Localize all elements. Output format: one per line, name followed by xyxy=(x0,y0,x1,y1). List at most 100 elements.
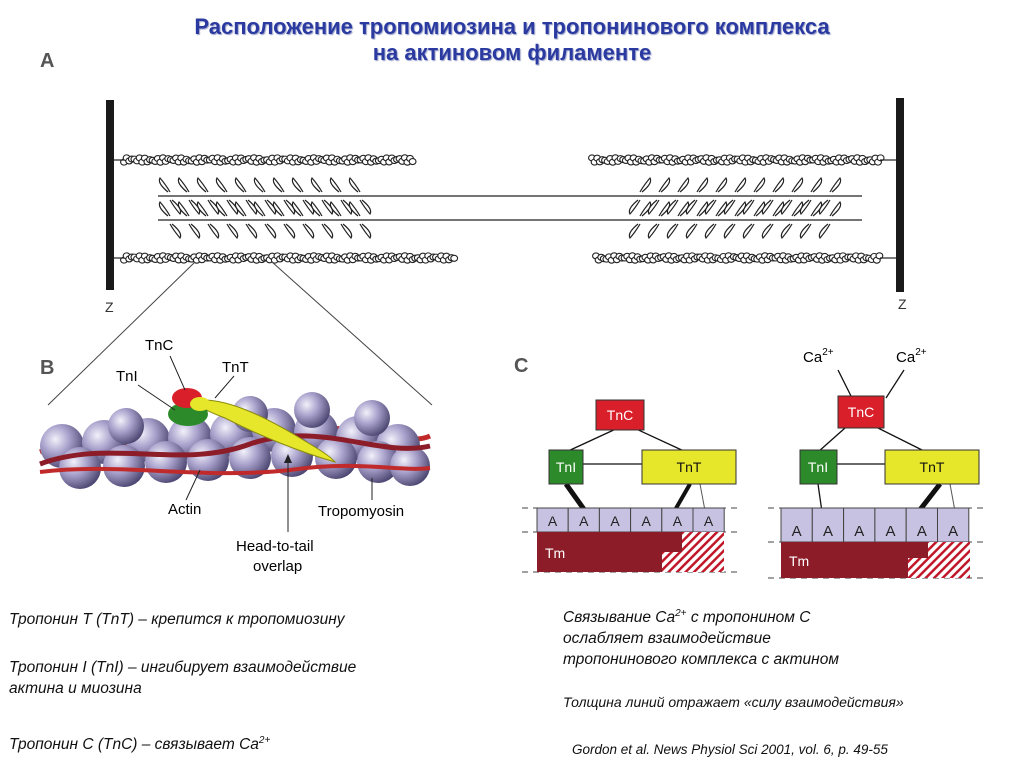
tnc-box-activated xyxy=(837,395,885,429)
pointer-actin xyxy=(185,469,201,501)
myosin-head xyxy=(321,223,334,240)
actin-cell-label: A xyxy=(704,513,714,529)
actin-bead xyxy=(876,154,885,162)
myosin-head xyxy=(158,176,171,193)
tnc-box-activated-label: TnC xyxy=(848,404,874,420)
tni-box-relaxed xyxy=(548,449,584,485)
myosin-head xyxy=(742,223,755,240)
panel-a-letter: A xyxy=(40,50,55,72)
myosin-head xyxy=(302,199,315,216)
myosin-head xyxy=(196,200,209,217)
actin-cell-label: A xyxy=(642,513,652,529)
actin-monomer xyxy=(108,408,144,444)
myosin-head xyxy=(245,223,258,240)
myosin-head xyxy=(226,199,239,216)
myosin-head xyxy=(264,199,277,216)
reference: Gordon et al. News Physiol Sci 2001, vol… xyxy=(572,742,888,757)
note-tni-line-1: Тропонин I (TnI) – ингибирует взаимодейс… xyxy=(9,659,357,676)
myosin-head xyxy=(753,176,766,193)
myosin-head xyxy=(264,223,277,240)
myosin-head xyxy=(310,200,323,217)
myosin-head xyxy=(753,200,766,217)
myosin-head xyxy=(207,223,220,240)
actin-cell-label: A xyxy=(548,513,558,529)
pointer-tnt xyxy=(214,375,235,399)
myosin-head xyxy=(359,199,372,216)
myosin-head xyxy=(704,223,717,240)
label-tnc: TnC xyxy=(145,337,174,354)
myosin-head xyxy=(169,223,182,240)
myosin-head xyxy=(723,199,736,216)
myosin-head xyxy=(321,199,334,216)
myosin-head xyxy=(628,199,641,216)
actin-cell-label: A xyxy=(792,523,802,540)
myosin-head xyxy=(780,199,793,216)
note-line-thickness: Толщина линий отражает «силу взаимодейст… xyxy=(563,694,904,710)
myosin-head xyxy=(761,199,774,216)
tnt-box-relaxed xyxy=(641,449,737,485)
tni-box-activated xyxy=(799,449,838,485)
actin-cell-label: A xyxy=(823,523,833,540)
note-ca-binding-line-3: тропонинового комплекса с актином xyxy=(563,651,839,669)
tropomyosin-strand-front xyxy=(39,433,431,467)
note-ca-binding-p1: Связывание Ca xyxy=(563,609,676,627)
tropomyosin-strand-lower xyxy=(39,463,431,476)
myosin-thick-filament xyxy=(158,195,862,221)
myosin-head xyxy=(234,176,247,193)
myosin-head xyxy=(628,223,641,240)
myosin-head xyxy=(829,200,842,217)
myosin-head xyxy=(253,176,266,193)
myosin-head xyxy=(226,223,239,240)
actin-monomer xyxy=(354,400,390,436)
diagram-canvas: Z Z TnC TnI TnT Actin xyxy=(39,98,988,579)
myosin-head xyxy=(207,199,220,216)
tni-box-activated-label: TnI xyxy=(808,459,828,475)
myosin-head xyxy=(647,223,660,240)
myosin-head xyxy=(639,200,652,217)
myosin-heads xyxy=(158,176,842,240)
panel-c-letter: C xyxy=(514,355,529,377)
tm-label-activated: Tm xyxy=(789,553,809,569)
note-tni: Тропонин I (TnI) – ингибирует взаимодейс… xyxy=(9,657,356,699)
note-ca-binding: Связывание Ca2+ с тропонином С ослабляет… xyxy=(563,603,839,670)
actin-filament-top-left xyxy=(114,154,417,166)
actin-cell-label: A xyxy=(917,523,927,540)
label-tni: TnI xyxy=(116,368,138,385)
tnt-box-relaxed-label: TnT xyxy=(677,459,702,475)
myosin-head xyxy=(196,176,209,193)
note-ca-binding-p2: с тропонином С xyxy=(686,609,811,627)
actin-cell-label: A xyxy=(948,523,958,540)
myosin-head xyxy=(639,176,652,193)
myosin-head xyxy=(253,200,266,217)
myosin-head xyxy=(799,199,812,216)
tm-label-relaxed: Tm xyxy=(545,545,565,561)
ca-label-left: Ca2+ xyxy=(803,347,834,366)
myosin-head xyxy=(685,223,698,240)
actin-bead xyxy=(408,157,417,166)
myosin-head xyxy=(658,200,671,217)
ca-label-right: Ca2+ xyxy=(896,347,927,366)
myosin-head xyxy=(310,176,323,193)
myosin-head xyxy=(742,199,755,216)
z-label-left: Z xyxy=(105,299,114,315)
myosin-head xyxy=(799,223,812,240)
myosin-head xyxy=(283,199,296,216)
myosin-head xyxy=(829,176,842,193)
myosin-head xyxy=(761,223,774,240)
tm-hatched-relaxed xyxy=(662,532,724,572)
myosin-head xyxy=(158,200,171,217)
actin-bead xyxy=(450,254,459,262)
myosin-head xyxy=(348,176,361,193)
tm-hatched-activated xyxy=(908,542,970,578)
myosin-head xyxy=(177,176,190,193)
myosin-head xyxy=(677,200,690,217)
myosin-head xyxy=(772,200,785,217)
actin-cell-label: A xyxy=(610,513,620,529)
myosin-head xyxy=(780,223,793,240)
myosin-head xyxy=(340,199,353,216)
label-tnt: TnT xyxy=(222,359,249,376)
myosin-head xyxy=(810,176,823,193)
myosin-head xyxy=(715,200,728,217)
